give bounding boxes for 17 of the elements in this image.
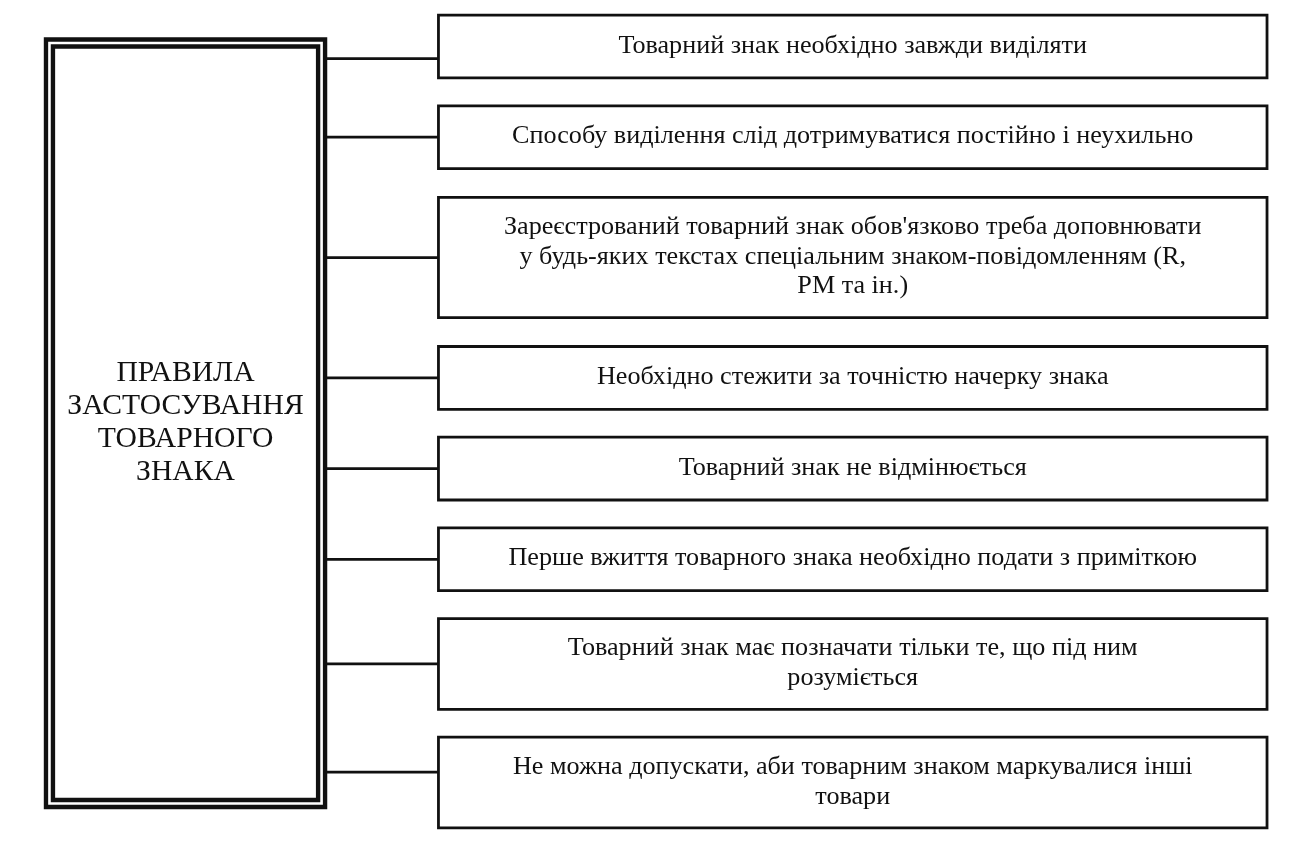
- connector: [325, 256, 438, 259]
- node-box: Товарний знак необхідно завжди виділяти: [437, 13, 1269, 80]
- connector: [325, 135, 438, 139]
- node-box: Товарний знак не відмінюється: [437, 435, 1269, 502]
- node-box: Способу виділення слід дотримуватися постійно і неухильно: [437, 104, 1269, 170]
- node-box: Товарний знак має позначати тільки те, що під ним розуміється: [437, 617, 1269, 711]
- connector: [325, 467, 438, 470]
- node-box: Не можна допускати, аби товарним знаком маркувалися інші товари: [437, 735, 1269, 830]
- node-box: Зареєстрований товарний знак обов'язково треба доповнювати у будь-яких текстах спеціальним знаком-повідомленням (R, PM та ін.): [437, 195, 1269, 320]
- connector: [325, 557, 438, 561]
- connector: [325, 376, 438, 380]
- connector: [325, 662, 438, 666]
- node-box: Перше вжиття товарного знака необхідно подати з приміткою: [437, 526, 1269, 593]
- connector: [325, 57, 438, 61]
- connector: [325, 770, 438, 774]
- node-box: ПРАВИЛА ЗАСТОСУВАННЯ ТОВАРНОГО ЗНАКА: [43, 37, 328, 810]
- node-box: Необхідно стежити за точністю начерку знака: [437, 345, 1269, 411]
